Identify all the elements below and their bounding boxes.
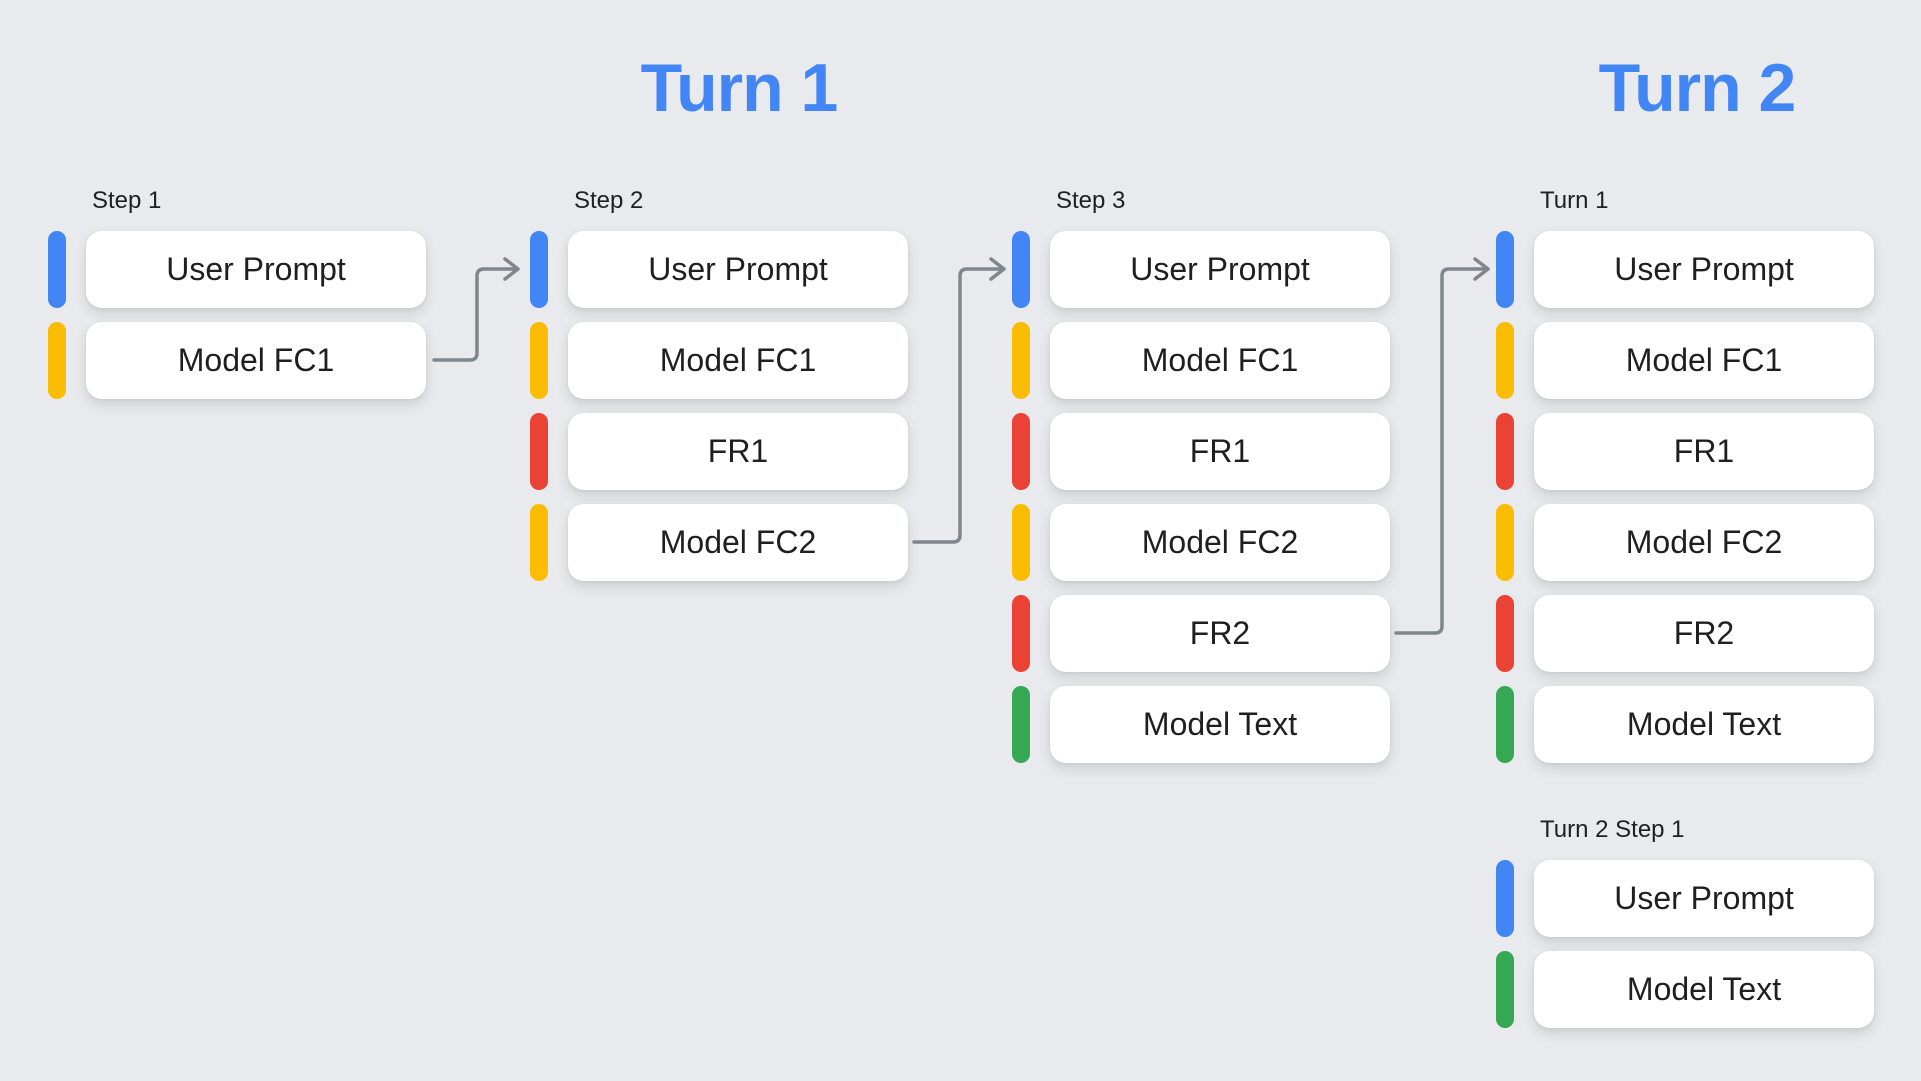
user-prompt-box: User Prompt bbox=[1050, 231, 1390, 308]
user-prompt-box: User Prompt bbox=[1534, 860, 1874, 937]
diagram-row: Model FC1 bbox=[1496, 322, 1874, 399]
turn-1-history-label: Turn 1 bbox=[1540, 187, 1609, 214]
arrowhead-icon bbox=[503, 257, 520, 281]
diagram-row: Model FC2 bbox=[530, 504, 908, 581]
model-fc-bar bbox=[1012, 504, 1030, 581]
arrowhead-icon bbox=[1473, 257, 1490, 281]
fr1-box: FR1 bbox=[1050, 413, 1390, 490]
diagram-row: Model FC2 bbox=[1012, 504, 1390, 581]
diagram-row: Model Text bbox=[1496, 951, 1874, 1028]
step-2-label: Step 2 bbox=[574, 187, 644, 214]
fr2-box: FR2 bbox=[1050, 595, 1390, 672]
step-1-column: Step 1 User Prompt Model FC1 bbox=[48, 188, 426, 399]
model-fc-bar bbox=[1012, 322, 1030, 399]
user-prompt-bar bbox=[1496, 860, 1514, 937]
turn-1-history-rows: User Prompt Model FC1 FR1 Model FC2 FR2 … bbox=[1496, 231, 1874, 763]
user-prompt-bar bbox=[530, 231, 548, 308]
diagram-row: Model FC1 bbox=[1012, 322, 1390, 399]
model-text-box: Model Text bbox=[1534, 951, 1874, 1028]
model-fc-bar bbox=[1496, 322, 1514, 399]
turn-1-history-column: Turn 1 User Prompt Model FC1 FR1 Model F… bbox=[1496, 188, 1874, 763]
user-prompt-bar bbox=[1012, 231, 1030, 308]
diagram-row: User Prompt bbox=[1012, 231, 1390, 308]
step-3-rows: User Prompt Model FC1 FR1 Model FC2 FR2 … bbox=[1012, 231, 1390, 763]
user-prompt-bar bbox=[48, 231, 66, 308]
turn-2-step-1-column: Turn 2 Step 1 User Prompt Model Text bbox=[1496, 817, 1874, 1028]
diagram-row: Model Text bbox=[1496, 686, 1874, 763]
diagram-row: Model FC1 bbox=[48, 322, 426, 399]
turn-2-step-1-label: Turn 2 Step 1 bbox=[1540, 816, 1685, 843]
turn-2-title: Turn 2 bbox=[1598, 50, 1797, 126]
model-fc1-box: Model FC1 bbox=[568, 322, 908, 399]
model-text-bar bbox=[1012, 686, 1030, 763]
model-fc2-box: Model FC2 bbox=[568, 504, 908, 581]
step-1-rows: User Prompt Model FC1 bbox=[48, 231, 426, 399]
user-prompt-bar bbox=[1496, 231, 1514, 308]
turn-1-title: Turn 1 bbox=[640, 50, 839, 126]
model-fc1-box: Model FC1 bbox=[1534, 322, 1874, 399]
model-fc-bar bbox=[48, 322, 66, 399]
step-1-label: Step 1 bbox=[92, 187, 162, 214]
diagram-row: FR1 bbox=[530, 413, 908, 490]
diagram-row: FR2 bbox=[1496, 595, 1874, 672]
step-2-column: Step 2 User Prompt Model FC1 FR1 Model F… bbox=[530, 188, 908, 581]
fr1-box: FR1 bbox=[1534, 413, 1874, 490]
step-2-rows: User Prompt Model FC1 FR1 Model FC2 bbox=[530, 231, 908, 581]
model-text-box: Model Text bbox=[1534, 686, 1874, 763]
diagram-row: Model FC1 bbox=[530, 322, 908, 399]
diagram-row: User Prompt bbox=[530, 231, 908, 308]
arrow-step3-fr2-to-turn1-userprompt bbox=[1394, 257, 1490, 635]
function-response-bar bbox=[1012, 413, 1030, 490]
diagram-row: User Prompt bbox=[1496, 231, 1874, 308]
step-3-column: Step 3 User Prompt Model FC1 FR1 Model F… bbox=[1012, 188, 1390, 763]
function-response-bar bbox=[1496, 413, 1514, 490]
arrow-step2-modelfc2-to-step3-userprompt bbox=[912, 257, 1006, 544]
model-text-box: Model Text bbox=[1050, 686, 1390, 763]
model-text-bar bbox=[1496, 686, 1514, 763]
function-response-bar bbox=[530, 413, 548, 490]
diagram-row: User Prompt bbox=[48, 231, 426, 308]
model-fc1-box: Model FC1 bbox=[86, 322, 426, 399]
model-fc-bar bbox=[530, 322, 548, 399]
fr2-box: FR2 bbox=[1534, 595, 1874, 672]
user-prompt-box: User Prompt bbox=[1534, 231, 1874, 308]
user-prompt-box: User Prompt bbox=[86, 231, 426, 308]
fr1-box: FR1 bbox=[568, 413, 908, 490]
model-fc2-box: Model FC2 bbox=[1534, 504, 1874, 581]
turn-2-step-1-rows: User Prompt Model Text bbox=[1496, 860, 1874, 1028]
diagram-row: FR1 bbox=[1496, 413, 1874, 490]
model-fc1-box: Model FC1 bbox=[1050, 322, 1390, 399]
diagram-row: User Prompt bbox=[1496, 860, 1874, 937]
diagram-row: FR1 bbox=[1012, 413, 1390, 490]
step-3-label: Step 3 bbox=[1056, 187, 1126, 214]
diagram-row: Model Text bbox=[1012, 686, 1390, 763]
function-response-bar bbox=[1012, 595, 1030, 672]
model-fc2-box: Model FC2 bbox=[1050, 504, 1390, 581]
arrow-step1-modelfc1-to-step2-userprompt bbox=[432, 257, 520, 362]
model-text-bar bbox=[1496, 951, 1514, 1028]
model-fc-bar bbox=[530, 504, 548, 581]
model-fc-bar bbox=[1496, 504, 1514, 581]
user-prompt-box: User Prompt bbox=[568, 231, 908, 308]
diagram-row: FR2 bbox=[1012, 595, 1390, 672]
arrowhead-icon bbox=[989, 257, 1006, 281]
diagram-row: Model FC2 bbox=[1496, 504, 1874, 581]
function-response-bar bbox=[1496, 595, 1514, 672]
